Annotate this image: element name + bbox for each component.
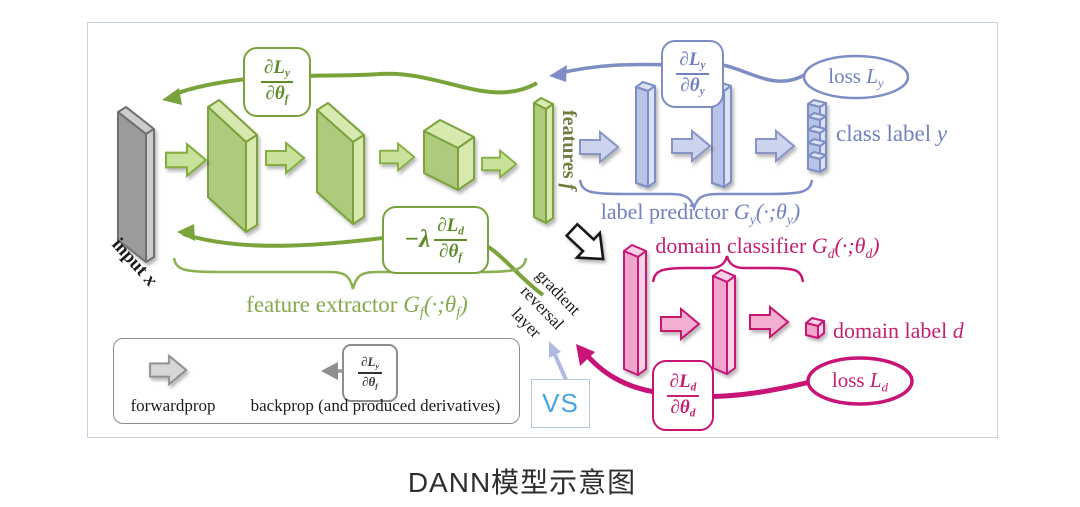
legend-formula-dly-dthf: ∂Ly∂θf xyxy=(342,344,398,402)
formula-neg-lambda-dld-dthf: −λ ∂Ld∂θf xyxy=(382,206,489,274)
legend-backprop-label: backprop (and produced derivatives) xyxy=(250,396,501,415)
loss-ld-label: loss Ld xyxy=(831,368,889,395)
label-predictor-label: label predictor Gy(·;θy) xyxy=(600,199,801,227)
class-label: class label y xyxy=(836,121,948,146)
loss-ly-label: loss Ly xyxy=(828,64,884,91)
figure-caption: DANN模型示意图 xyxy=(407,467,637,498)
legend-forwardprop-label: forwardprop xyxy=(130,396,216,415)
domain-label: domain label d xyxy=(833,318,964,343)
vs-badge: VS xyxy=(531,379,590,428)
legend-box xyxy=(113,338,520,424)
features-label: features f xyxy=(558,110,580,191)
formula-dly-dthf: ∂Ly∂θf xyxy=(243,47,311,117)
feature-extractor-label: feature extractor Gf(·;θf) xyxy=(246,292,468,321)
formula-dly-dthy: ∂Ly∂θy xyxy=(661,40,724,108)
formula-dld-dthd: ∂Ld∂θd xyxy=(652,360,714,431)
domain-classifier-label: domain classifier Gd(·;θd) xyxy=(655,233,880,261)
